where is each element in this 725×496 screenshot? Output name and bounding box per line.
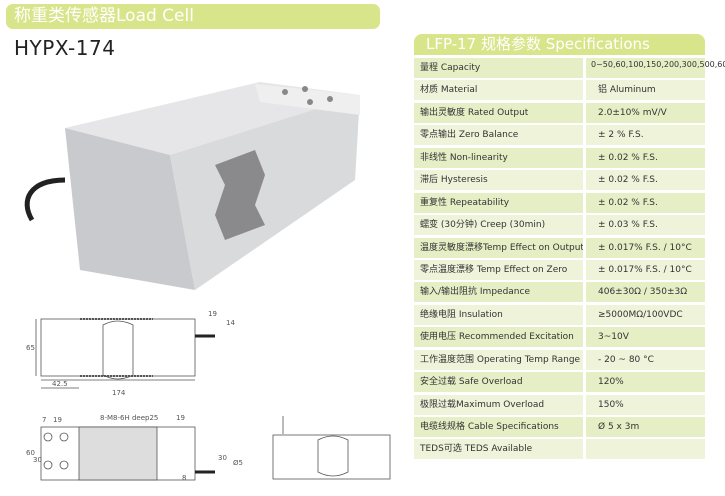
spec-value: 0~50,60,100,150,200,300,500,600,750kg [586,58,725,78]
spec-label: 零点输出 Zero Balance [414,125,583,146]
spec-value: - 20 ~ 80 °C [586,349,705,370]
dim-65: 65 [26,344,35,352]
spec-label: 蠕变 (30分钟) Creep (30min) [414,215,583,236]
dim-19-top: 19 [208,310,217,318]
spec-label: 使用电压 Recommended Excitation [414,327,583,348]
spec-value: ± 0.02 % F.S. [586,192,705,213]
spec-label: 滞后 Hysteresis [414,170,583,191]
spec-label: 材质 Material [414,80,583,101]
spec-value: ± 0.02 % F.S. [586,170,705,191]
spec-value: 150% [586,394,705,415]
model-number: HYPX-174 [14,36,116,60]
spec-row: 零点输出 Zero Balance± 2 % F.S. [414,125,705,146]
spec-label: 极限过载Maximum Overload [414,394,583,415]
spec-value: ± 0.017% F.S. / 10°C [586,259,705,280]
holes-note: 8-M8-6H deep25 [100,414,158,422]
dim-30-right: 30 [218,454,227,462]
dim-19-right: 19 [176,414,185,422]
spec-label: 重复性 Repeatability [414,192,583,213]
spec-value [586,439,705,460]
spec-row: 零点温度漂移 Temp Effect on Zero± 0.017% F.S. … [414,259,705,280]
dim-174: 174 [112,389,126,397]
dim-7: 7 [42,416,46,424]
spec-value: 120% [586,372,705,393]
technical-drawings: 65 42.5 174 19 14 7 19 19 8-M8-6H deep25… [26,310,391,482]
dim-19-left: 19 [53,416,62,424]
dim-8: 8 [182,474,186,482]
spec-label: 输出灵敏度 Rated Output [414,102,583,123]
spec-value: ± 0.02 % F.S. [586,147,705,168]
spec-row: 蠕变 (30分钟) Creep (30min)± 0.03 % F.S. [414,215,705,236]
category-title-bar: 称重类传感器Load Cell [6,4,380,29]
spec-value: Ø 5 x 3m [586,417,705,437]
spec-value: ± 0.03 % F.S. [586,215,705,236]
spec-row: 非线性 Non-linearity± 0.02 % F.S. [414,147,705,168]
spec-value: 3~10V [586,327,705,348]
dim-14: 14 [226,319,235,327]
dim-60: 60 [26,449,35,457]
spec-label: 输入/输出阻抗 Impedance [414,282,583,303]
spec-label: 安全过载 Safe Overload [414,372,583,393]
spec-value: ≥5000MΩ/100VDC [586,304,705,325]
spec-row: 温度灵敏度漂移Temp Effect on Output± 0.017% F.S… [414,237,705,258]
spec-value: ± 0.017% F.S. / 10°C [586,237,705,258]
spec-value: ± 2 % F.S. [586,125,705,146]
spec-label: 零点温度漂移 Temp Effect on Zero [414,259,583,280]
dim-42-5: 42.5 [52,380,68,388]
dim-30-left: 30 [33,456,42,464]
spec-row: 绝缘电阻 Insulation≥5000MΩ/100VDC [414,304,705,325]
dim-cable-diameter: Ø5 [233,459,243,467]
spec-label: 绝缘电阻 Insulation [414,304,583,325]
spec-value: 2.0±10% mV/V [586,102,705,123]
spec-row: 重复性 Repeatability± 0.02 % F.S. [414,192,705,213]
spec-label: 温度灵敏度漂移Temp Effect on Output [414,237,583,258]
spec-row: 工作温度范围 Operating Temp Range- 20 ~ 80 °C [414,349,705,370]
spec-label: 工作温度范围 Operating Temp Range [414,349,583,370]
spec-row: 滞后 Hysteresis± 0.02 % F.S. [414,170,705,191]
spec-value: 铝 Aluminum [586,80,705,101]
spec-label: TEDS可选 TEDS Available [414,439,583,460]
spec-label: 非线性 Non-linearity [414,147,583,168]
specifications-header: LFP-17 规格参数 Specifications [414,34,705,55]
spec-label: 量程 Capacity [414,58,583,78]
spec-label: 电缆线规格 Cable Specifications [414,417,583,437]
load-cell-photo [24,82,360,290]
spec-value: 406±30Ω / 350±3Ω [586,282,705,303]
spec-row: TEDS可选 TEDS Available [414,439,705,460]
